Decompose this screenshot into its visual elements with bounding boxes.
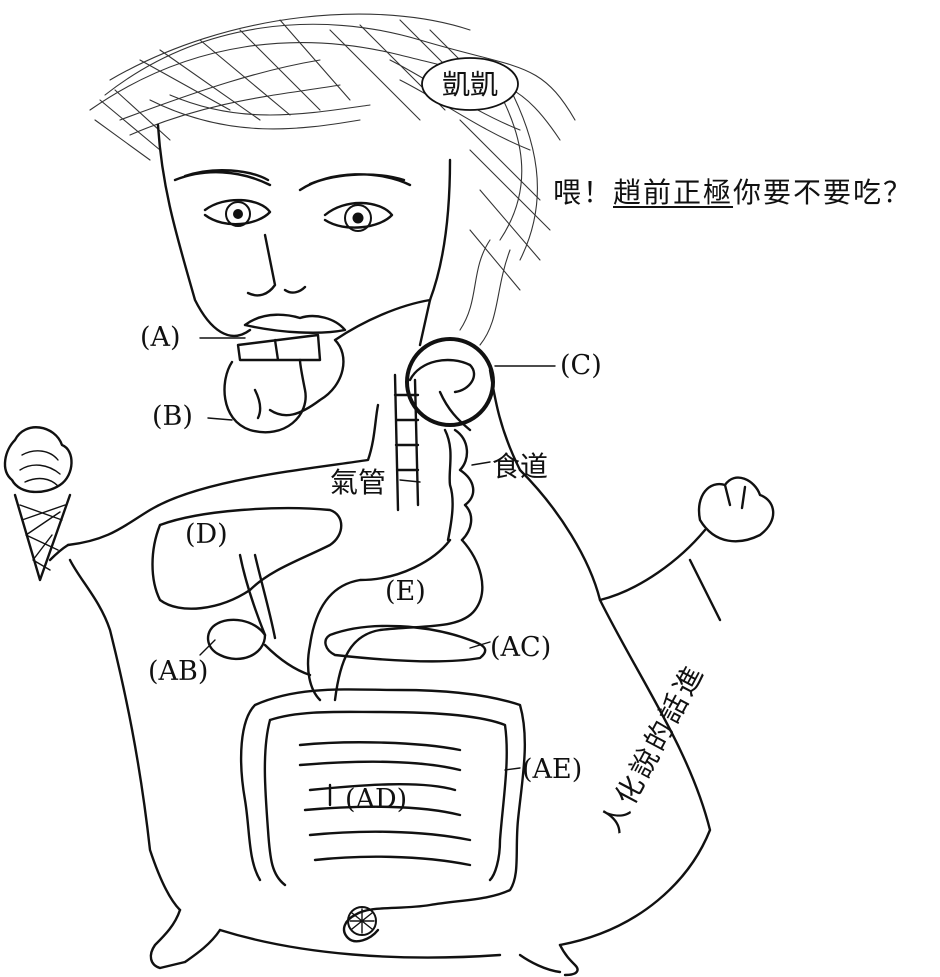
tongue — [223, 358, 307, 434]
label-d: (D) — [185, 519, 228, 550]
label-esophagus: 食道 — [492, 450, 548, 483]
hair-scribble — [89, 13, 576, 346]
speech-suffix: 你要不要吃？ — [733, 176, 914, 209]
label-ad: (AD) — [345, 784, 407, 815]
right-eye — [323, 201, 394, 232]
label-a: (A) — [140, 322, 181, 353]
left-arm — [48, 543, 70, 562]
left-eyebrow — [173, 169, 272, 187]
liver — [151, 506, 343, 610]
name-tag: 凱凱 — [442, 68, 498, 101]
right-leg — [518, 943, 579, 977]
gallbladder — [206, 618, 267, 661]
label-b: (B) — [152, 401, 193, 432]
label-c: (C) — [560, 350, 602, 381]
leader-lines — [199, 337, 556, 771]
teeth — [236, 333, 322, 362]
esophagus — [443, 428, 475, 542]
label-trachea: 氣管 — [330, 466, 386, 499]
throat-circle — [405, 337, 495, 427]
speech-name: 趙前正極 — [613, 176, 734, 209]
left-eye — [203, 198, 272, 227]
pancreas — [324, 624, 487, 663]
anus-icon — [347, 906, 377, 936]
label-ae: (AE) — [522, 754, 582, 785]
label-e: (E) — [385, 576, 426, 607]
face-outline — [156, 123, 452, 417]
upper-lip — [243, 313, 347, 334]
left-leg — [149, 908, 222, 970]
ice-cream-icon — [3, 426, 73, 582]
right-arm — [598, 528, 722, 622]
trachea — [393, 373, 420, 512]
large-intestine — [239, 688, 527, 917]
small-intestine — [298, 741, 472, 867]
bile-duct — [238, 553, 312, 677]
nose — [246, 233, 307, 297]
speech-prefix: 喂！ — [553, 176, 614, 209]
jaw-line — [418, 298, 432, 347]
body-outline — [66, 403, 712, 959]
throat-inner — [408, 358, 476, 432]
speech-text: 喂！趙前正極你要不要吃？ — [553, 171, 913, 211]
right-eyebrow — [298, 173, 412, 192]
name-tag-bubble — [421, 57, 519, 111]
label-ac: (AC) — [490, 632, 551, 663]
stomach — [306, 538, 484, 702]
right-hand — [697, 476, 775, 543]
label-ab: (AB) — [148, 656, 208, 687]
